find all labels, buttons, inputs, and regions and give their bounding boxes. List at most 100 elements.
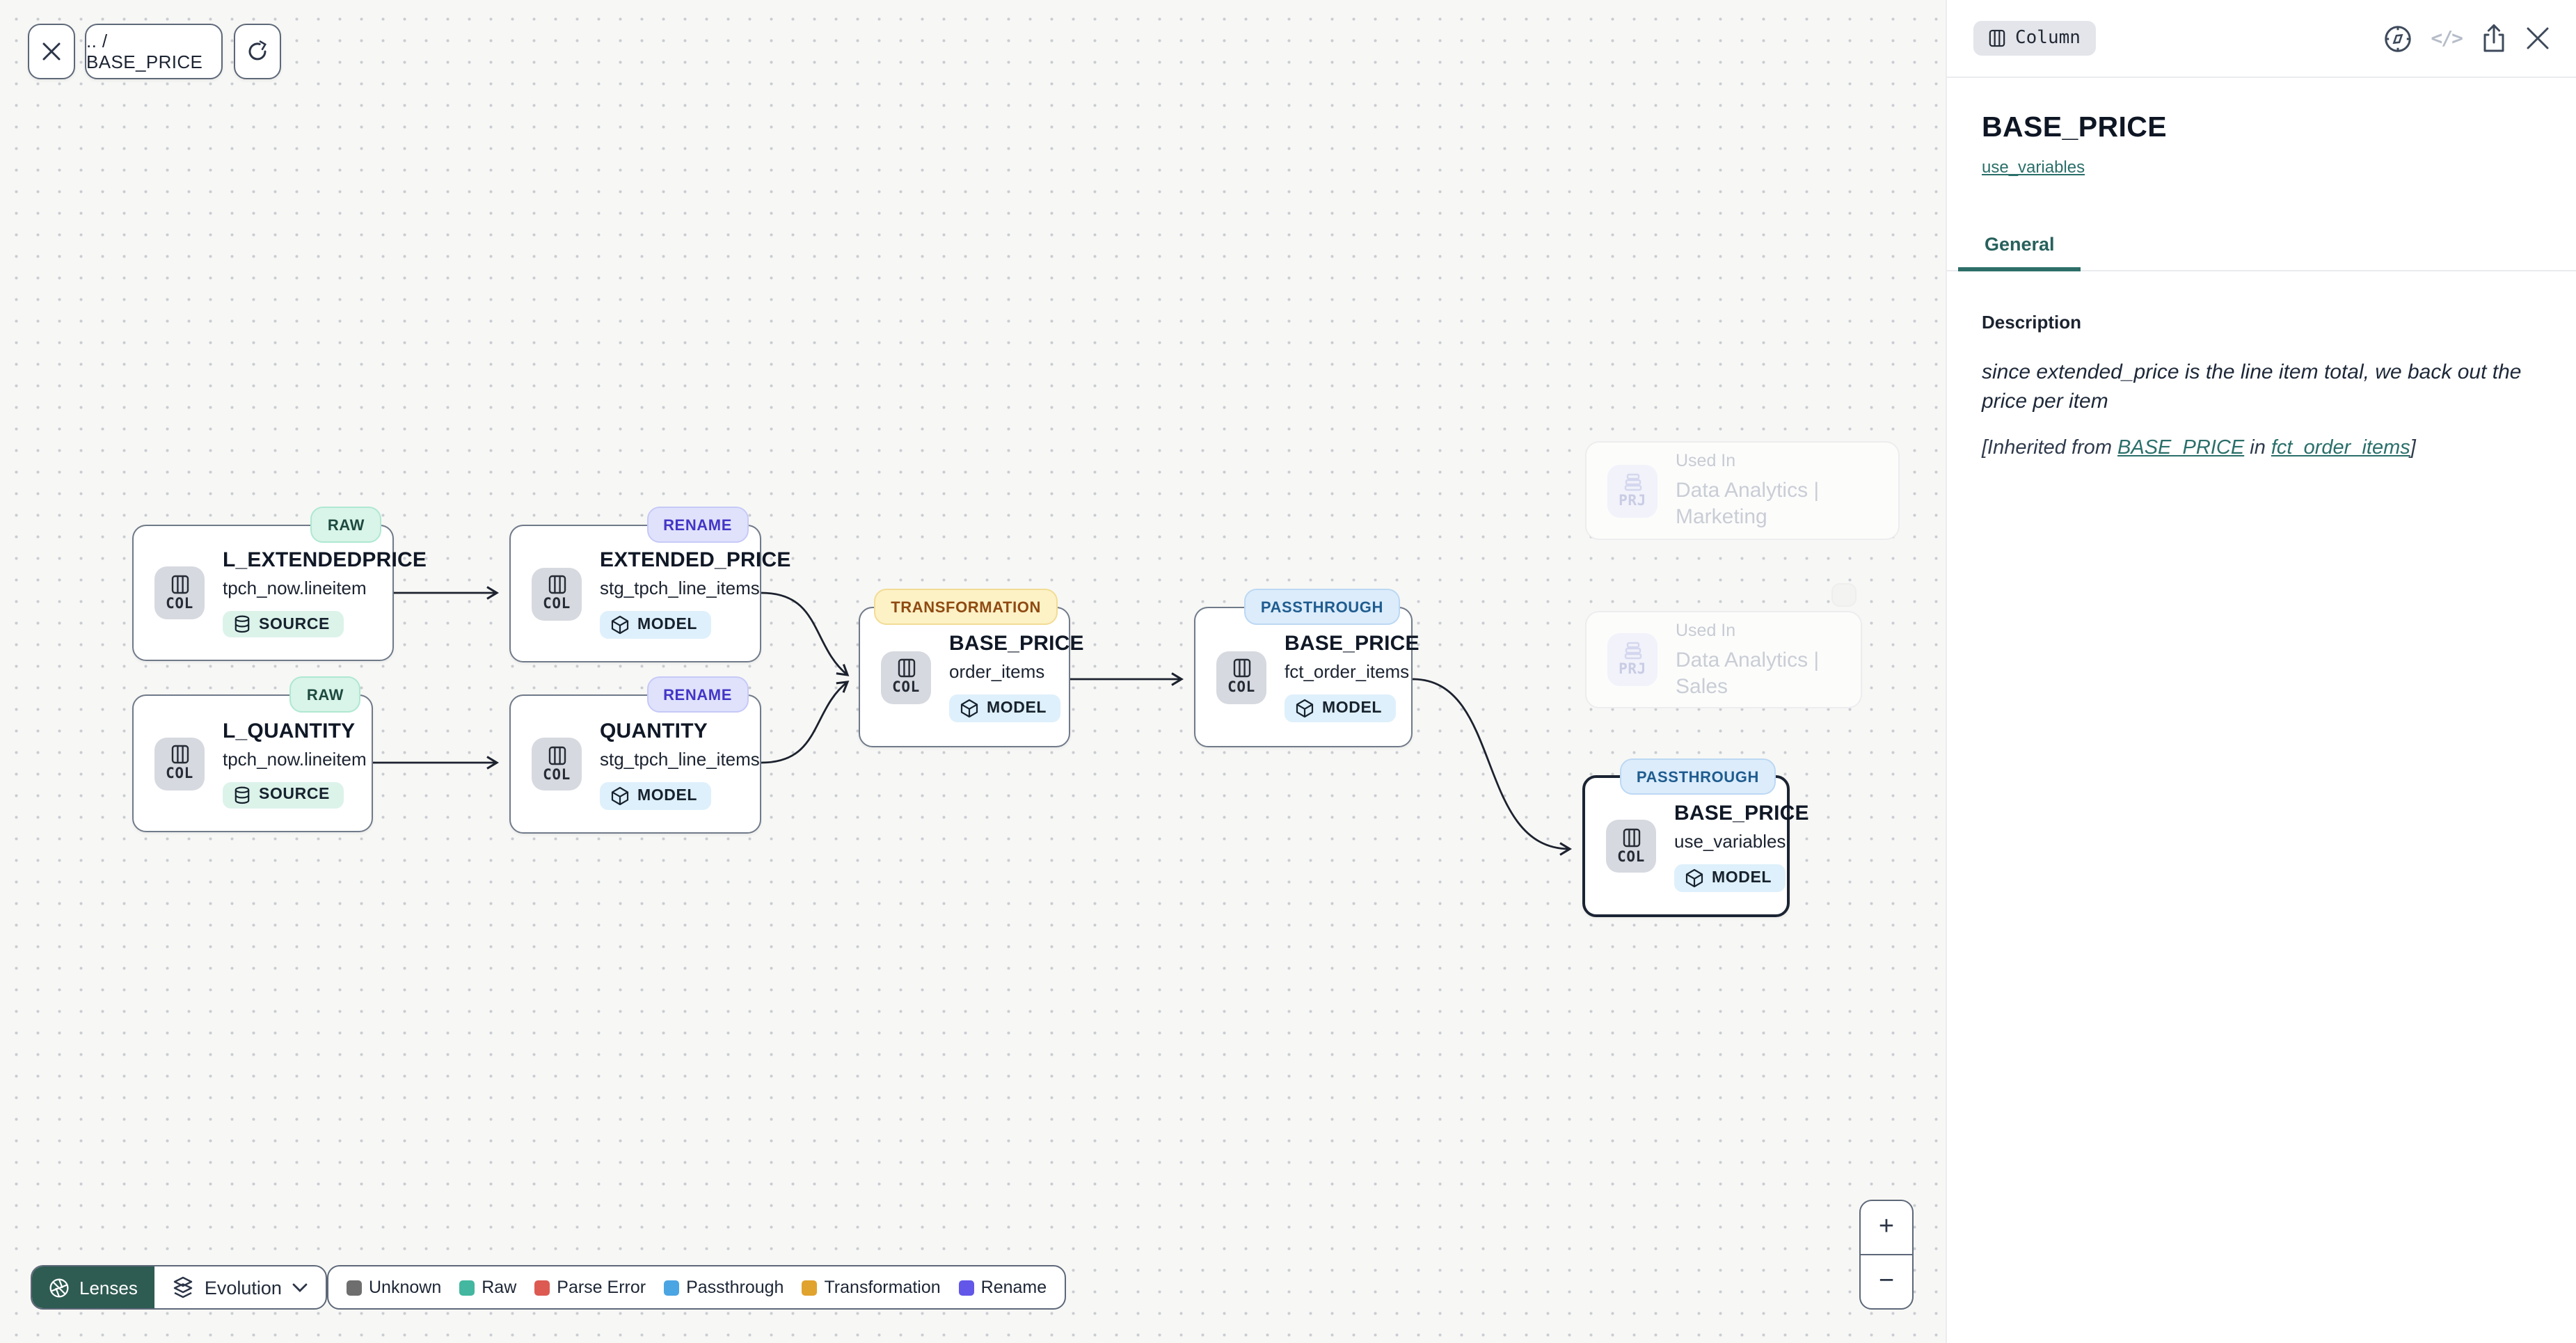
cube-icon xyxy=(1685,868,1703,887)
refresh-button[interactable] xyxy=(234,24,281,79)
zoom-controls: + − xyxy=(1859,1200,1914,1310)
lineage-node-base-price-use-variables[interactable]: PASSTHROUGH COL BASE_PRICE use_variables… xyxy=(1582,758,1809,917)
node-kind-badge: MODEL xyxy=(600,781,712,809)
used-in-node-marketing[interactable]: PRJ Used In Data Analytics | Marketing xyxy=(1585,441,1900,540)
edge-type-badge: TRANSFORMATION xyxy=(874,589,1058,625)
node-subtitle: order_items xyxy=(949,661,1045,682)
stack-icon xyxy=(1623,642,1641,660)
code-icon[interactable]: </> xyxy=(2431,27,2463,49)
node-kind-badge: MODEL xyxy=(949,694,1061,722)
description-heading: Description xyxy=(1982,312,2082,333)
lenses-control[interactable]: Lenses Evolution xyxy=(31,1265,328,1310)
cube-icon xyxy=(611,786,629,805)
edge xyxy=(761,591,850,676)
legend-item-unknown: Unknown xyxy=(347,1278,441,1297)
lineage-node-base-price-fct-order-items[interactable]: PASSTHROUGH COL BASE_PRICE fct_order_ite… xyxy=(1194,589,1420,747)
close-panel-icon[interactable] xyxy=(2526,26,2550,50)
detail-panel: Column </> BASE_PRICE use_variables Gene… xyxy=(1946,0,2576,1343)
aperture-icon xyxy=(49,1277,70,1298)
column-chip: COL xyxy=(881,651,931,704)
node-title: L_EXTENDEDPRICE xyxy=(223,548,427,572)
inherited-column-link[interactable]: BASE_PRICE xyxy=(2117,437,2245,460)
column-chip: COL xyxy=(154,737,205,790)
faded-badge xyxy=(1831,583,1857,607)
cube-icon xyxy=(611,615,629,635)
compass-icon[interactable] xyxy=(2382,23,2412,54)
used-in-name: Data Analytics | Sales xyxy=(1676,648,1820,698)
layers-icon xyxy=(173,1276,193,1298)
lineage-node-base-price-order-items[interactable]: TRANSFORMATION COL BASE_PRICE order_item… xyxy=(859,589,1084,747)
lineage-legend: Unknown Raw Parse Error Passthrough Tran… xyxy=(327,1265,1067,1310)
node-subtitle: stg_tpch_line_items xyxy=(600,578,760,598)
chevron-down-icon xyxy=(293,1282,308,1292)
used-in-label: Used In xyxy=(1676,620,1736,639)
cube-icon xyxy=(960,699,978,718)
columns-icon xyxy=(548,745,566,765)
columns-icon xyxy=(897,658,915,678)
node-title: L_QUANTITY xyxy=(223,719,356,742)
panel-header: Column </> xyxy=(1947,0,2576,78)
node-kind-badge: SOURCE xyxy=(223,781,344,808)
lens-select[interactable]: Evolution xyxy=(154,1266,326,1308)
columns-icon xyxy=(1232,658,1250,678)
columns-icon xyxy=(170,574,189,594)
tab-general[interactable]: General xyxy=(1958,225,2081,271)
inherited-model-link[interactable]: fct_order_items xyxy=(2271,437,2410,460)
lineage-edges xyxy=(373,586,1572,856)
edge-type-badge: PASSTHROUGH xyxy=(1243,589,1400,625)
database-icon xyxy=(234,786,251,804)
edge-type-badge: RAW xyxy=(310,507,381,543)
stack-icon xyxy=(1623,472,1641,491)
lineage-node-extended-price[interactable]: RENAME COL EXTENDED_PRICE stg_tpch_line_… xyxy=(509,507,790,662)
breadcrumb[interactable]: .. / BASE_PRICE xyxy=(85,24,223,79)
edge-type-badge: PASSTHROUGH xyxy=(1619,758,1776,795)
model-link[interactable]: use_variables xyxy=(1982,157,2085,177)
columns-icon xyxy=(170,745,189,764)
zoom-out-button[interactable]: − xyxy=(1861,1254,1912,1308)
edge xyxy=(761,681,850,764)
legend-swatch xyxy=(534,1280,550,1295)
share-icon[interactable] xyxy=(2480,23,2508,54)
legend-item-passthrough: Passthrough xyxy=(664,1278,784,1297)
legend-swatch xyxy=(459,1280,475,1295)
lineage-canvas[interactable]: .. / BASE_PRICE RAW COL L_EXTENDEDPRICE … xyxy=(0,0,1946,1343)
node-title: EXTENDED_PRICE xyxy=(600,548,791,572)
node-title: BASE_PRICE xyxy=(1674,801,1809,825)
columns-icon xyxy=(548,575,566,594)
column-chip: COL xyxy=(532,567,582,620)
close-icon xyxy=(42,42,61,61)
entity-type-badge: Column xyxy=(1973,21,2096,56)
node-kind-badge: MODEL xyxy=(1674,864,1786,891)
legend-item-raw: Raw xyxy=(459,1278,516,1297)
lens-selected-value: Evolution xyxy=(204,1277,282,1298)
lineage-node-l-quantity[interactable]: RAW COL L_QUANTITY tpch_now.lineitem SOU… xyxy=(132,676,373,832)
node-subtitle: tpch_now.lineitem xyxy=(223,578,367,598)
used-in-label: Used In xyxy=(1676,451,1736,470)
node-subtitle: fct_order_items xyxy=(1285,661,1410,682)
lenses-button[interactable]: Lenses xyxy=(32,1266,154,1308)
node-subtitle: use_variables xyxy=(1674,830,1786,851)
cube-icon xyxy=(1296,699,1314,718)
close-lineage-button[interactable] xyxy=(28,24,75,79)
node-title: QUANTITY xyxy=(600,719,708,742)
inherited-note: [Inherited from BASE_PRICE in fct_order_… xyxy=(1982,437,2416,460)
used-in-name: Data Analytics | Marketing xyxy=(1676,479,1820,529)
lineage-node-l-extendedprice[interactable]: RAW COL L_EXTENDEDPRICE tpch_now.lineite… xyxy=(132,507,427,661)
node-subtitle: stg_tpch_line_items xyxy=(600,748,760,769)
description-text: since extended_price is the line item to… xyxy=(1982,360,2522,413)
database-icon xyxy=(234,615,251,633)
lineage-node-quantity[interactable]: RENAME COL QUANTITY stg_tpch_line_items … xyxy=(509,676,761,834)
node-kind-badge: MODEL xyxy=(1285,694,1397,722)
zoom-in-button[interactable]: + xyxy=(1878,1212,1895,1241)
legend-swatch xyxy=(664,1280,680,1295)
columns-icon xyxy=(1989,29,2005,47)
breadcrumb-label: .. / BASE_PRICE xyxy=(86,31,203,72)
legend-swatch xyxy=(958,1280,974,1295)
used-in-node-sales[interactable]: PRJ Used In Data Analytics | Sales xyxy=(1585,611,1862,708)
edge-type-badge: RAW xyxy=(289,676,360,713)
node-kind-badge: MODEL xyxy=(600,611,712,639)
edge-type-badge: RENAME xyxy=(646,676,749,713)
lenses-label: Lenses xyxy=(79,1277,138,1298)
legend-item-transformation: Transformation xyxy=(802,1278,941,1297)
